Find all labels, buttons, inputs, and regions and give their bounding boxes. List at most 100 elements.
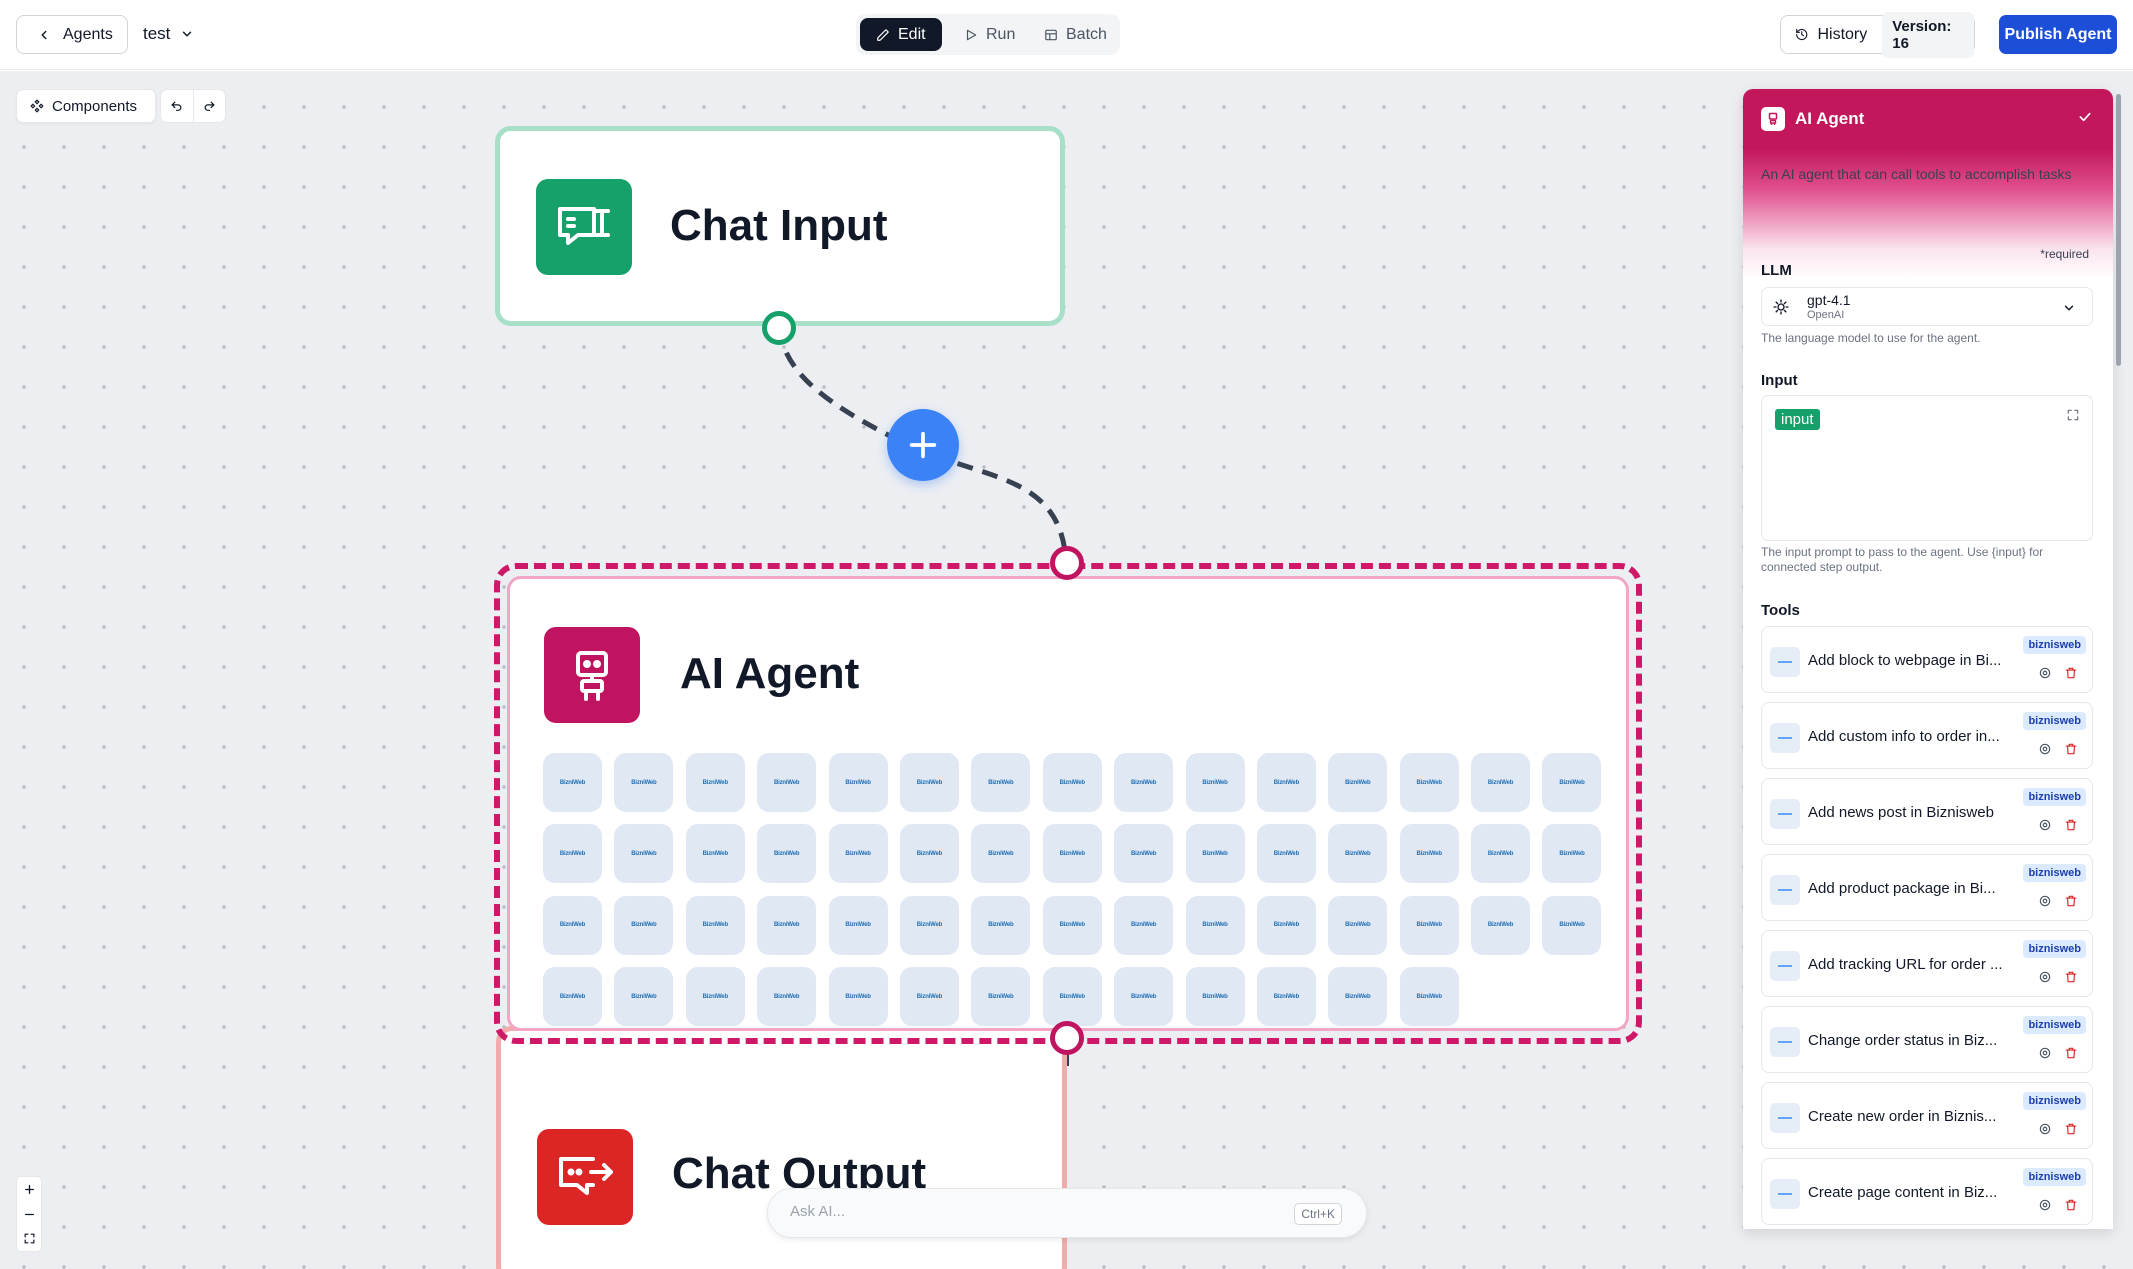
tool-card[interactable]: Change order status in Biz...biznisweb	[1761, 1006, 2093, 1073]
agent-tool-chip[interactable]: BizniWeb	[1256, 753, 1316, 812]
agent-tool-chip[interactable]: BizniWeb	[971, 753, 1031, 812]
components-button[interactable]: Components	[16, 89, 156, 123]
agent-tool-chip[interactable]: BizniWeb	[757, 824, 817, 884]
agent-tool-chip[interactable]: BizniWeb	[685, 753, 745, 812]
tab-run[interactable]: Run	[948, 18, 1031, 51]
agent-tool-chip[interactable]: BizniWeb	[543, 753, 602, 812]
agent-tool-chip[interactable]: BizniWeb	[1042, 967, 1102, 1027]
trash-icon[interactable]	[2064, 970, 2078, 984]
agent-tool-chip[interactable]: BizniWeb	[828, 753, 888, 812]
settings-icon[interactable]	[2038, 1046, 2052, 1060]
agent-tool-chip[interactable]: BizniWeb	[543, 895, 602, 955]
agent-tool-chip[interactable]: BizniWeb	[1185, 753, 1245, 812]
fit-view-button[interactable]	[17, 1226, 41, 1251]
zoom-out-button[interactable]	[17, 1202, 41, 1227]
agent-tool-chip[interactable]: BizniWeb	[614, 753, 674, 812]
agent-tool-chip[interactable]: BizniWeb	[1042, 824, 1102, 884]
agent-tool-chip[interactable]: BizniWeb	[1471, 824, 1531, 884]
agent-tool-chip[interactable]: BizniWeb	[1256, 824, 1316, 884]
ai-agent-input-port[interactable]	[1050, 546, 1084, 580]
agent-tool-chip[interactable]: BizniWeb	[543, 967, 602, 1027]
agent-tool-chip[interactable]: BizniWeb	[685, 824, 745, 884]
agent-tool-chip[interactable]: BizniWeb	[685, 895, 745, 955]
tool-card[interactable]: Create page content in Biz...biznisweb	[1761, 1158, 2093, 1225]
publish-agent-button[interactable]: Publish Agent	[1999, 15, 2117, 54]
trash-icon[interactable]	[2064, 1198, 2078, 1212]
agent-tool-chip[interactable]: BizniWeb	[1185, 824, 1245, 884]
agent-tool-chip[interactable]: BizniWeb	[1542, 824, 1602, 884]
input-variable-chip[interactable]: input	[1775, 409, 1820, 430]
agent-tool-chip[interactable]: BizniWeb	[1185, 895, 1245, 955]
agent-tool-chip[interactable]: BizniWeb	[1114, 824, 1174, 884]
agent-tool-chip[interactable]: BizniWeb	[614, 824, 674, 884]
expand-icon[interactable]	[2066, 408, 2080, 422]
agent-tool-chip[interactable]: BizniWeb	[1542, 753, 1602, 812]
agent-tool-chip[interactable]: BizniWeb	[757, 895, 817, 955]
add-step-button[interactable]	[887, 409, 959, 481]
agent-tool-chip[interactable]: BizniWeb	[1328, 753, 1388, 812]
tool-card[interactable]: Create new order in Biznis...biznisweb	[1761, 1082, 2093, 1149]
agent-name-dropdown[interactable]: test	[143, 24, 194, 44]
trash-icon[interactable]	[2064, 742, 2078, 756]
agent-tool-chip[interactable]: BizniWeb	[614, 967, 674, 1027]
settings-icon[interactable]	[2038, 1198, 2052, 1212]
tab-batch[interactable]: Batch	[1028, 18, 1123, 51]
agent-tool-chip[interactable]: BizniWeb	[1328, 967, 1388, 1027]
trash-icon[interactable]	[2064, 1046, 2078, 1060]
agent-tool-chip[interactable]: BizniWeb	[757, 967, 817, 1027]
agent-tool-chip[interactable]: BizniWeb	[1328, 824, 1388, 884]
input-prompt-field[interactable]: input	[1761, 395, 2093, 541]
check-icon[interactable]	[2077, 109, 2093, 125]
agent-tool-chip[interactable]: BizniWeb	[828, 967, 888, 1027]
settings-icon[interactable]	[2038, 666, 2052, 680]
agent-tool-chip[interactable]: BizniWeb	[1185, 967, 1245, 1027]
history-button[interactable]: History Version: 16	[1780, 11, 1975, 58]
agent-tool-chip[interactable]: BizniWeb	[971, 895, 1031, 955]
agent-tool-chip[interactable]: BizniWeb	[899, 895, 959, 955]
agent-tool-chip[interactable]: BizniWeb	[1471, 895, 1531, 955]
chat-input-output-port[interactable]	[762, 311, 796, 345]
zoom-in-button[interactable]	[17, 1177, 41, 1202]
agent-tool-chip[interactable]: BizniWeb	[543, 824, 602, 884]
agent-tool-chip[interactable]: BizniWeb	[1399, 753, 1459, 812]
agent-tool-chip[interactable]: BizniWeb	[971, 824, 1031, 884]
settings-icon[interactable]	[2038, 894, 2052, 908]
agent-tool-chip[interactable]: BizniWeb	[1471, 753, 1531, 812]
back-to-agents-button[interactable]: Agents	[16, 15, 128, 54]
agent-tool-chip[interactable]: BizniWeb	[1042, 753, 1102, 812]
redo-button[interactable]	[192, 90, 226, 122]
agent-tool-chip[interactable]: BizniWeb	[1399, 895, 1459, 955]
tool-card[interactable]: Add tracking URL for order ...biznisweb	[1761, 930, 2093, 997]
agent-tool-chip[interactable]: BizniWeb	[1399, 824, 1459, 884]
agent-tool-chip[interactable]: BizniWeb	[899, 753, 959, 812]
settings-icon[interactable]	[2038, 1122, 2052, 1136]
tab-edit[interactable]: Edit	[860, 18, 942, 51]
agent-tool-chip[interactable]: BizniWeb	[1114, 895, 1174, 955]
trash-icon[interactable]	[2064, 666, 2078, 680]
trash-icon[interactable]	[2064, 894, 2078, 908]
agent-tool-chip[interactable]: BizniWeb	[614, 895, 674, 955]
agent-tool-chip[interactable]: BizniWeb	[685, 967, 745, 1027]
agent-tool-chip[interactable]: BizniWeb	[757, 753, 817, 812]
tool-card[interactable]: Add product package in Bi...biznisweb	[1761, 854, 2093, 921]
agent-tool-chip[interactable]: BizniWeb	[1114, 967, 1174, 1027]
settings-icon[interactable]	[2038, 818, 2052, 832]
agent-tool-chip[interactable]: BizniWeb	[899, 967, 959, 1027]
llm-select[interactable]: gpt-4.1 OpenAI	[1761, 287, 2093, 326]
tool-card[interactable]: Add block to webpage in Bi...biznisweb	[1761, 626, 2093, 693]
agent-tool-chip[interactable]: BizniWeb	[1114, 753, 1174, 812]
agent-tool-chip[interactable]: BizniWeb	[828, 895, 888, 955]
settings-icon[interactable]	[2038, 742, 2052, 756]
settings-icon[interactable]	[2038, 970, 2052, 984]
chat-input-node[interactable]: Chat Input	[495, 126, 1065, 326]
agent-tool-chip[interactable]: BizniWeb	[899, 824, 959, 884]
agent-tool-chip[interactable]: BizniWeb	[1042, 895, 1102, 955]
agent-tool-chip[interactable]: BizniWeb	[1256, 967, 1316, 1027]
undo-button[interactable]	[161, 90, 193, 122]
panel-title[interactable]: AI Agent	[1761, 107, 1864, 131]
trash-icon[interactable]	[2064, 1122, 2078, 1136]
agent-tool-chip[interactable]: BizniWeb	[828, 824, 888, 884]
ask-ai-input[interactable]	[790, 1203, 1240, 1220]
